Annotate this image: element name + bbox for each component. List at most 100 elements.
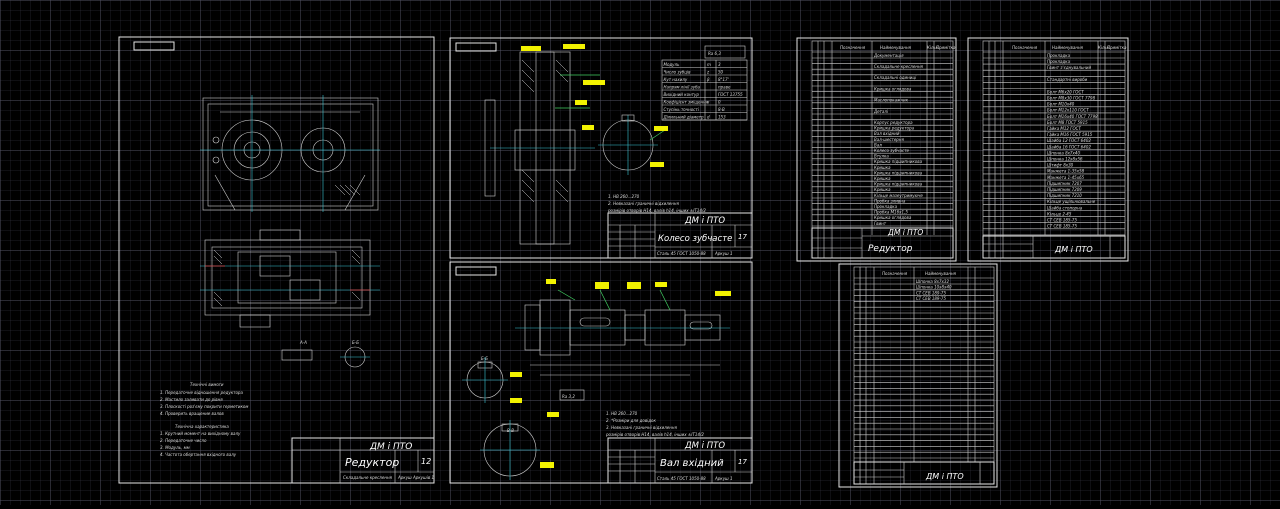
shaft-dimension-tags <box>510 279 731 468</box>
spec2-org: ДМ і ПТО <box>1054 245 1093 254</box>
gear-param-value: праве <box>718 85 731 90</box>
gear-param-name: Ступінь точності <box>664 107 700 112</box>
spec2-row-label: Болт М8х30 ГОСТ 7798 <box>1047 96 1096 101</box>
char-2: 2. Передаточне число <box>160 438 207 443</box>
spec2-col-note: Примітка <box>1107 45 1127 50</box>
spec1-row-label: Кришка <box>874 187 891 192</box>
sheet-assembly[interactable]: А-А Б-Б Технічні вимоги 1. Передаточне в… <box>118 36 435 484</box>
spec3-org: ДМ і ПТО <box>925 472 964 481</box>
assembly-title: Редуктор <box>345 456 399 469</box>
shaft-stamp-grid <box>608 450 655 483</box>
spec2-row-label: Болт М12х110 ГОСТ <box>1047 108 1089 113</box>
shaft-title-block: ДМ і ПТО Вал вхідний 17 Сталь 45 ГОСТ 10… <box>607 437 753 484</box>
spec2-row-label: Манжета 1-45х65 <box>1047 175 1085 180</box>
shaft-section-v: В-В <box>507 428 514 433</box>
spec1-col-note: Примітка <box>936 45 956 50</box>
gear-roughness-value: Ra 6,3 <box>708 51 721 56</box>
gear-param-name: Коефіцієнт зміщення <box>664 100 709 105</box>
gear-note-3: розмірів отворів H14, валів h14, інших ±… <box>607 208 706 213</box>
sheet-spec-3[interactable]: Позначення Найменування Шпонка 8х7х32Шпо… <box>838 263 998 488</box>
spec3-row-label: Шпонка 10х8х40 <box>916 285 952 290</box>
sheet-shaft[interactable]: Б-Б В-В Ra 3,2 1. НВ 260...270 2. *Розмі… <box>449 261 753 484</box>
gear-title: Колесо зубчасте <box>658 234 732 244</box>
gear-stamp-grid <box>608 225 655 258</box>
gear-param-symbol: m <box>707 62 711 67</box>
gear-param-value: 153 <box>718 115 726 120</box>
spec2-row-label: Шайба 12 ГОСТ 6402 <box>1047 138 1091 143</box>
spec1-row-label: Вал <box>874 142 882 147</box>
spec1-col-name: Найменування <box>880 45 912 50</box>
spec2-row-label: Манжета 1-35х58 <box>1047 169 1085 174</box>
spec2-row-label: Прокладка <box>1047 59 1071 64</box>
gear-roughness: Ra 6,3 <box>704 45 746 59</box>
gear-param-name: Вихідний контур <box>664 92 700 97</box>
gear-param-name: Кут нахилу <box>664 77 688 82</box>
spec1-title: Редуктор <box>868 244 913 254</box>
gear-param-name: Число зубців <box>664 70 692 75</box>
spec3-title-block: ДМ і ПТО <box>853 461 995 485</box>
shaft-org: ДМ і ПТО <box>684 441 725 451</box>
spec1-col-qty: Кільк. <box>927 45 940 50</box>
gear-drawing <box>484 51 666 245</box>
spec3-row-label: СТ СЕВ 189-75 <box>916 290 946 295</box>
char-3: 3. Модуль, мм <box>160 445 190 450</box>
assembly-notes: Технічні вимоги 1. Передаточне відношенн… <box>160 382 248 457</box>
spec2-row-label: СТ СЕВ 185-75 <box>1047 224 1077 229</box>
gear-notes: 1. НВ 260...270 2. Невказані граничні ві… <box>607 194 706 213</box>
spec2-row-label: Болт М10х40 <box>1047 102 1075 107</box>
spec1-row-label: Документація <box>873 53 904 58</box>
spec2-row-label: Шайба стопорна <box>1047 205 1083 210</box>
char-heading: Технічна характеристика <box>175 424 229 429</box>
spec1-org: ДМ і ПТО <box>887 228 923 237</box>
note-2: 2. Мастило заливати до рівня <box>160 397 223 402</box>
note-1: 1. Передаточне відношення редуктора <box>160 390 243 395</box>
spec2-row-label: Кільце ущільнювальне <box>1047 199 1096 204</box>
gear-scale: Аркуш 1 <box>714 251 733 256</box>
spec2-row-label: Болт М16х40 ГОСТ 7798 <box>1047 114 1098 119</box>
spec1-row-label: Кришка підшипникова <box>874 170 923 175</box>
spec1-row-label: Кришка підшипникова <box>874 182 923 187</box>
gear-param-symbol: d <box>707 115 710 120</box>
gear-param-value: 50 <box>718 70 724 75</box>
assembly-subtitle: Складальне креслення <box>343 475 393 480</box>
spec1-row-label: Пробка М16х1,5 <box>874 210 908 215</box>
sheet-spec-1[interactable]: Позначення Найменування Кільк. Примітка … <box>796 37 957 262</box>
gear-title-block: ДМ і ПТО Колесо зубчасте 17 Сталь 45 ГОС… <box>607 212 753 259</box>
spec1-row-label: Колесо зубчасте <box>874 148 910 153</box>
spec2-row-label: Шпонка 12х8х56 <box>1047 157 1083 162</box>
notes-heading: Технічні вимоги <box>190 382 224 387</box>
gear-param-name: Напрям лінії зуба <box>664 85 701 90</box>
shaft-cross-sections: Б-Б В-В <box>462 356 540 480</box>
assembly-scale: Аркуш Аркушів 1 <box>397 475 434 480</box>
shaft-sheet-code: 17 <box>738 458 747 466</box>
assembly-front-view <box>200 95 380 212</box>
shaft-roughness-value: Ra 3,2 <box>562 394 575 399</box>
spec1-row-label: Кришка редуктора <box>874 126 915 131</box>
gear-param-value: ГОСТ 13755 <box>718 92 743 97</box>
spec1-row-label: Прокладка <box>874 204 898 209</box>
spec1-col-designation: Позначення <box>840 45 866 50</box>
spec2-row-label: Шайба 16 ГОСТ 6402 <box>1047 144 1091 149</box>
assembly-section-view <box>200 229 380 328</box>
spec2-row-label: Підшипник 7207 <box>1047 181 1082 186</box>
gear-param-symbol: x <box>706 100 710 105</box>
assembly-org: ДМ і ПТО <box>369 442 412 452</box>
spec1-row-label: Кришка <box>874 176 891 181</box>
gear-param-value: 8-B <box>718 107 725 112</box>
shaft-title: Вал вхідний <box>660 457 724 469</box>
spec2-title-block: ДМ і ПТО <box>982 235 1126 259</box>
spec2-row-label: Гвинт з'єднувальний <box>1047 65 1092 70</box>
sheet-spec-2[interactable]: Позначення Найменування Кільк. Примітка … <box>967 37 1129 262</box>
spec1-row-label: Кришка підшипникова <box>874 159 923 164</box>
spec3-row-label: Шпонка 8х7х32 <box>916 279 949 284</box>
shaft-note-1: 1. НВ 260...270 <box>606 411 638 416</box>
shaft-scale: Аркуш 1 <box>714 476 733 481</box>
spec2-row-label: Кільце 2-45 <box>1047 211 1072 216</box>
shaft-note-2: 2. *Розміри для довідок <box>606 418 657 423</box>
